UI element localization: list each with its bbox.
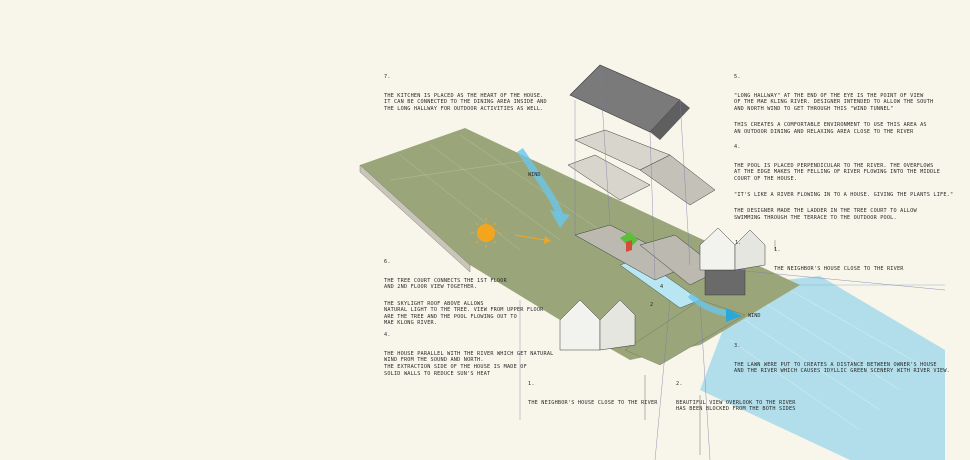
note-text: THE KITCHEN IS PLACED AS THE HEART OF TH… xyxy=(384,92,547,112)
tree-court-tree xyxy=(620,232,638,248)
note-number: 3. xyxy=(734,342,741,349)
neighbor-house-left xyxy=(559,299,636,351)
wind-label-top: WIND xyxy=(528,172,541,178)
river-water xyxy=(700,276,945,460)
river-grid xyxy=(729,289,931,431)
note-tree-court: 6. THE TREE COURT CONNECTS THE 1ST FLOOR… xyxy=(384,252,559,337)
wind-arrowhead-right-icon xyxy=(726,308,742,322)
sun-arrowhead-icon xyxy=(544,236,551,244)
note-text: BEAUTIFUL VIEW OVERLOOK TO THE RIVER HAS… xyxy=(676,399,796,413)
note-pool: 4. THE POOL IS PLACED PERPENDICULAR TO T… xyxy=(734,137,969,231)
note-number: 2. xyxy=(676,380,683,387)
wind-arrow-top-icon xyxy=(517,148,564,217)
note-number: 1. xyxy=(528,380,535,387)
note-text: THIS CREATES A COMFORTABLE ENVIRONMENT T… xyxy=(734,122,927,135)
sun-icon xyxy=(471,218,501,248)
note-text: "LONG HALLWAY" AT THE END OF THE EYE IS … xyxy=(734,92,934,112)
note-number: 6. xyxy=(384,258,391,265)
note-text: THE TREE COURT CONNECTS THE 1ST FLOOR AN… xyxy=(384,277,507,291)
river-lawn xyxy=(624,299,746,366)
note-number: 7. xyxy=(384,73,391,80)
note-text: THE SKYLIGHT ROOF ABOVE ALLOWS NATURAL L… xyxy=(384,300,544,327)
note-number: 1. xyxy=(774,246,781,253)
note-text: THE HOUSE PARALLEL WITH THE RIVER WHICH … xyxy=(384,350,554,377)
note-text: THE LAWN WERE PUT TO CREATES A DISTANCE … xyxy=(734,361,951,375)
roof-right xyxy=(650,100,690,140)
neighbor-house-right xyxy=(699,227,766,271)
note-number: 4. xyxy=(384,331,391,338)
note-text: "IT'S LIKE A RIVER FLOWING IN TO A HOUSE… xyxy=(734,192,954,199)
note-text: THE POOL IS PLACED PERPENDICULAR TO THE … xyxy=(734,162,941,182)
note-lawn: 3. THE LAWN WERE PUT TO CREATES A DISTAN… xyxy=(734,336,969,385)
note-number: 4. xyxy=(734,143,741,150)
note-house-parallel: 4. THE HOUSE PARALLEL WITH THE RIVER WHI… xyxy=(384,325,564,387)
note-text: THE DESIGNER MADE THE LADDER IN THE TREE… xyxy=(734,208,917,221)
house-label-right: 1. xyxy=(735,240,742,246)
tree-marker xyxy=(626,240,632,252)
note-kitchen: 7. THE KITCHEN IS PLACED AS THE HEART OF… xyxy=(384,67,559,122)
note-long-hallway: 5. "LONG HALLWAY" AT THE END OF THE EYE … xyxy=(734,67,969,145)
ground-floor xyxy=(574,224,746,296)
projection-lines xyxy=(519,69,946,460)
pool-label-2: 2 xyxy=(650,302,654,308)
note-blocked-view: 2. BEAUTIFUL VIEW OVERLOOK TO THE RIVER … xyxy=(676,374,826,423)
wind-label-right: WIND xyxy=(748,313,761,319)
leader-lines xyxy=(644,240,776,455)
upper-floor xyxy=(567,129,716,206)
sun-arrow-icon xyxy=(514,234,546,241)
site-walls xyxy=(359,164,471,273)
wind-arrowhead-top-icon xyxy=(550,210,570,228)
note-text: THE NEIGHBOR'S HOUSE CLOSE TO THE RIVER xyxy=(774,265,904,272)
note-neighbor-left: 1. THE NEIGHBOR'S HOUSE CLOSE TO THE RIV… xyxy=(528,374,668,416)
lawn-grid xyxy=(389,134,601,251)
pool-label: 4 xyxy=(660,284,664,290)
note-neighbor-right: 1. THE NEIGHBOR'S HOUSE CLOSE TO THE RIV… xyxy=(774,240,964,282)
note-number: 5. xyxy=(734,73,741,80)
note-text: THE NEIGHBOR'S HOUSE CLOSE TO THE RIVER xyxy=(528,399,658,406)
